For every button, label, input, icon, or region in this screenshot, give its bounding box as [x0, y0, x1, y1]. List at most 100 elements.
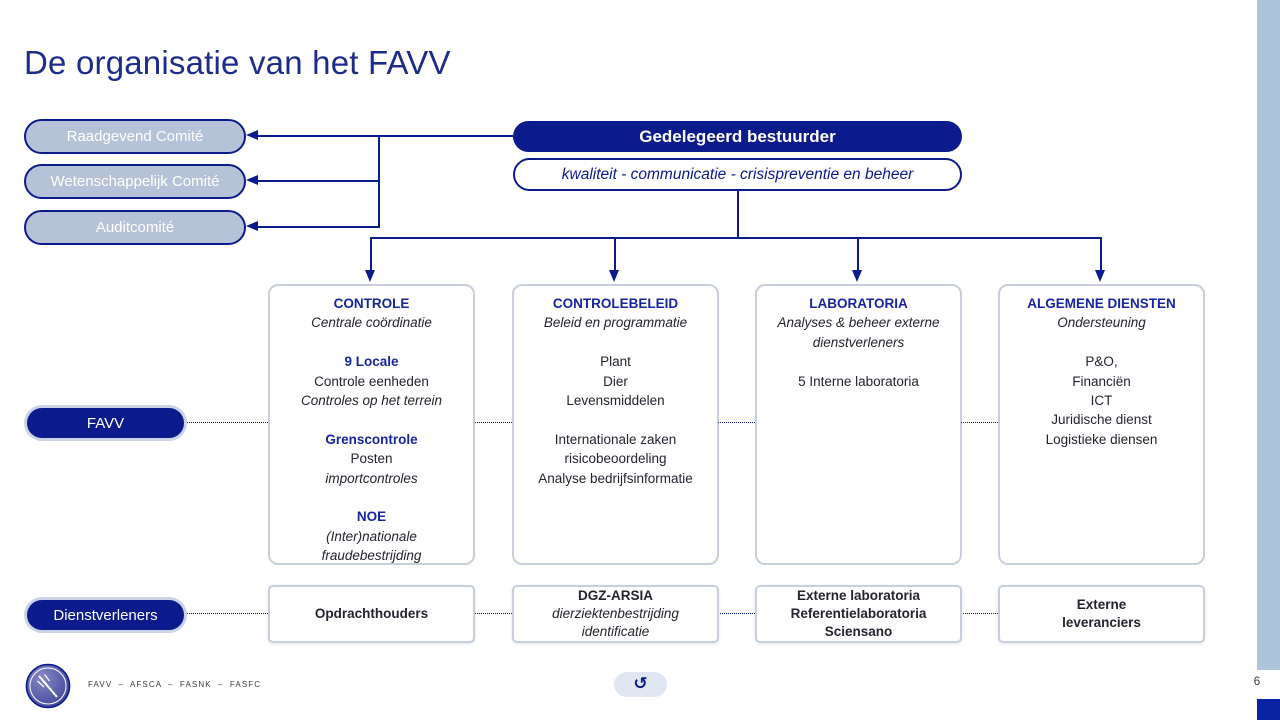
box-text-line: Analyse bedrijfsinformatie — [538, 470, 693, 486]
box-text-line: Dier — [603, 373, 628, 389]
replay-button[interactable]: ↺ — [614, 672, 667, 697]
department-box-algemene-diensten: ALGEMENE DIENSTEN Ondersteuning P&O, Finan… — [998, 284, 1205, 565]
arrowhead-left-icon — [246, 221, 258, 231]
connector-line — [857, 237, 859, 271]
box-text-line: (Inter)nationale — [326, 528, 417, 544]
box-text-line — [270, 488, 473, 507]
box-text-line: ICT — [1090, 393, 1113, 409]
dienstverleners-row-label: Dienstverleners — [53, 606, 158, 624]
favv-row-pill: FAVV — [24, 405, 187, 441]
box-heading-line: CONTROLEBELEID — [552, 296, 679, 311]
connector-line — [614, 237, 616, 271]
box-heading-line: ALGEMENE DIENSTEN — [1027, 296, 1176, 311]
box-heading-line: NOE — [356, 509, 387, 525]
director-subtitle: kwaliteit - communicatie - crisisprevent… — [561, 165, 914, 183]
connector-line — [257, 226, 379, 228]
box-heading-line: Sciensano — [824, 624, 893, 639]
box-heading-line: 9 Locale — [344, 354, 399, 370]
page-number: 6 — [1253, 676, 1261, 688]
box-text-line: identificatie — [581, 624, 650, 639]
replay-icon: ↺ — [633, 674, 648, 694]
box-text-line: Juridische dienst — [1051, 412, 1152, 428]
director-subtitle-pill: kwaliteit - communicatie - crisisprevent… — [513, 158, 962, 191]
connector-line — [371, 237, 1101, 239]
director-pill: Gedelegeerd bestuurder — [513, 121, 962, 152]
right-side-bar — [1257, 0, 1280, 670]
box-heading-line: LABORATORIA — [809, 296, 908, 311]
dotted-line — [475, 613, 512, 614]
dotted-line — [187, 422, 268, 423]
box-text-line: fraudebestrijding — [321, 548, 422, 564]
box-text-line: importcontroles — [325, 470, 418, 486]
box-text-line — [270, 410, 473, 429]
page-title: De organisatie van het FAVV — [24, 44, 451, 81]
box-heading-line: Externe laboratoria — [796, 588, 921, 603]
director-label: Gedelegeerd bestuurder — [639, 126, 836, 146]
connector-line — [370, 237, 372, 271]
box-text-line — [270, 333, 473, 352]
connector-line — [737, 191, 739, 238]
department-box-controlebeleid: CONTROLEBELEID Beleid en programmatie Pla… — [512, 284, 719, 565]
box-text-line: dierziektenbestrijding — [552, 606, 679, 621]
connector-line — [1100, 237, 1102, 271]
arrowhead-down-icon — [609, 270, 619, 282]
department-box-laboratoria: LABORATORIA Analyses & beheer externe dien… — [755, 284, 962, 565]
committee-label: Wetenschappelijk Comité — [50, 173, 220, 190]
box-text-line: Ondersteuning — [1057, 315, 1146, 331]
box-heading-line: Grenscontrole — [325, 431, 418, 447]
arrowhead-down-icon — [1095, 270, 1105, 282]
arrowhead-left-icon — [246, 130, 258, 140]
connector-line — [257, 135, 379, 137]
dotted-line — [961, 613, 998, 614]
provider-box-opdrachthouders: Opdrachthouders — [268, 585, 475, 643]
arrowhead-down-icon — [852, 270, 862, 282]
dienstverleners-row-pill: Dienstverleners — [24, 597, 187, 633]
connector-line — [257, 180, 379, 182]
box-heading-line: Referentielaboratoria — [790, 606, 927, 621]
box-text-line — [514, 333, 717, 352]
box-text-line: Posten — [350, 451, 393, 467]
box-text-line: Analyses & beheer externe — [777, 315, 940, 331]
committee-pill-raadgevend: Raadgevend Comité — [24, 119, 246, 154]
bottom-right-corner-block — [1257, 699, 1280, 720]
dotted-line — [187, 613, 268, 614]
committee-label: Auditcomité — [95, 219, 175, 236]
provider-box-dgz-arsia: DGZ-ARSIA dierziektenbestrijding identific… — [512, 585, 719, 643]
arrowhead-down-icon — [365, 270, 375, 282]
committee-label: Raadgevend Comité — [66, 128, 204, 145]
box-text-line: Beleid en programmatie — [543, 315, 688, 331]
favv-row-label: FAVV — [86, 414, 125, 432]
box-heading-line: CONTROLE — [333, 296, 410, 311]
brand-text: FAVV – AFSCA – FASNK – FASFC — [88, 680, 262, 689]
box-heading-line: Opdrachthouders — [314, 606, 429, 621]
box-text-line: Internationale zaken — [554, 431, 677, 447]
dotted-line — [475, 422, 512, 423]
box-text-line: Financiën — [1072, 373, 1131, 389]
box-text-line: Centrale coördinatie — [311, 315, 432, 331]
box-text-line: Levensmiddelen — [566, 393, 665, 409]
box-text-line: 5 Interne laboratoria — [798, 373, 919, 389]
dotted-line — [961, 422, 998, 423]
connector-line — [379, 135, 513, 137]
committee-pill-audit: Auditcomité — [24, 210, 246, 245]
box-text-line — [1000, 333, 1203, 352]
dotted-line — [718, 422, 755, 423]
dotted-line — [718, 613, 755, 614]
box-text-line: P&O, — [1085, 354, 1118, 370]
connector-line — [378, 135, 380, 228]
box-text-line — [757, 352, 960, 371]
box-text-line: Controles op het terrein — [300, 393, 443, 409]
committee-pill-wetenschappelijk: Wetenschappelijk Comité — [24, 164, 246, 199]
arrowhead-left-icon — [246, 175, 258, 185]
box-heading-line: DGZ-ARSIA — [578, 588, 653, 603]
box-heading-line: Externe — [1076, 597, 1127, 612]
box-text-line: Controle eenheden — [314, 373, 429, 389]
favv-logo — [25, 663, 71, 709]
box-text-line: dienstverleners — [812, 334, 905, 350]
box-text-line: Logistieke diensen — [1045, 431, 1158, 447]
box-text-line: Plant — [600, 354, 631, 370]
